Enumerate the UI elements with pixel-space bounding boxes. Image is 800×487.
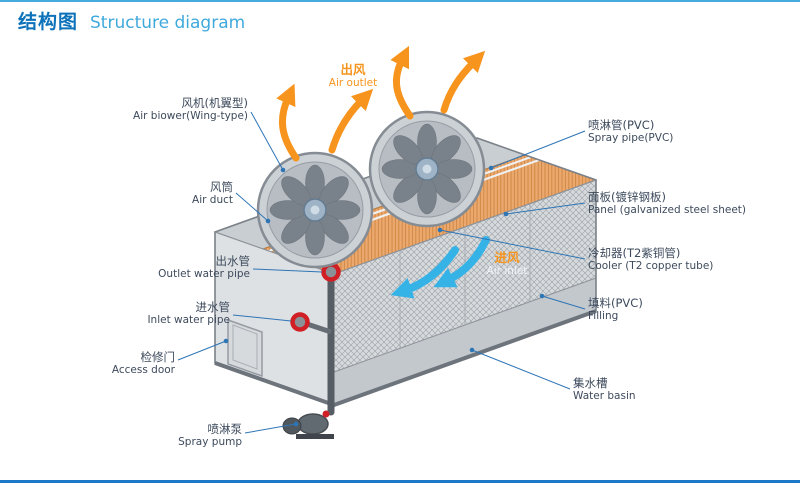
top-border-line [0, 0, 800, 2]
label-cooler: 冷却器(T2紫铜管) Cooler (T2 copper tube) [588, 246, 793, 273]
label-air-outlet-zh: 出风 [340, 62, 366, 77]
label-air-outlet: 出风 Air outlet [322, 62, 384, 90]
leader-lines [177, 111, 586, 434]
label-filling-zh: 填料(PVC) [588, 296, 643, 310]
page-title-zh: 结构图 [18, 11, 79, 33]
label-panel-en: Panel (galvanized steel sheet) [588, 204, 746, 217]
label-air-inlet-zh: 进风 [494, 250, 520, 265]
label-spray-pipe: 喷淋管(PVC) Spray pipe(PVC) [588, 118, 748, 145]
label-cooler-zh: 冷却器(T2紫铜管) [588, 246, 681, 260]
page-title: 结构图 Structure diagram [18, 7, 245, 34]
left-panel-face [214, 231, 335, 406]
label-spray-pump: 喷淋泵 Spray pump [130, 422, 242, 449]
label-inlet-water-pipe: 进水管 Inlet water pipe [90, 300, 230, 327]
label-air-duct-zh: 风筒 [210, 180, 233, 194]
label-panel-zh: 面板(镀锌钢板) [588, 190, 666, 204]
label-air-inlet: 进风 Air inlet [478, 250, 536, 278]
label-inlet-water-pipe-en: Inlet water pipe [147, 314, 230, 327]
label-outlet-water-pipe-en: Outlet water pipe [158, 268, 250, 281]
air-outlet-arrows [276, 45, 486, 162]
label-air-outlet-en: Air outlet [328, 77, 378, 89]
label-water-basin-zh: 集水槽 [573, 376, 608, 390]
label-access-door: 检修门 Access door [80, 350, 175, 377]
label-water-basin: 集水槽 Water basin [573, 376, 693, 403]
leader-dots [223, 165, 545, 427]
label-air-blower-zh: 风机(机翼型) [181, 96, 248, 110]
label-outlet-water-pipe: 出水管 Outlet water pipe [100, 254, 250, 281]
label-outlet-water-pipe-zh: 出水管 [215, 254, 251, 268]
label-filling-en: Filling [588, 310, 619, 323]
label-air-blower-en: Air biower(Wing-type) [133, 110, 248, 123]
label-panel: 面板(镀锌钢板) Panel (galvanized steel sheet) [588, 190, 793, 217]
air-inlet-arrows [390, 236, 490, 299]
label-air-duct: 风筒 Air duct [112, 180, 233, 207]
label-cooler-en: Cooler (T2 copper tube) [588, 260, 714, 273]
access-door [227, 318, 263, 378]
label-access-door-zh: 检修门 [140, 350, 176, 364]
fan-right [368, 110, 486, 228]
label-access-door-en: Access door [111, 364, 175, 377]
label-air-duct-en: Air duct [192, 194, 233, 207]
bottom-border-line [0, 480, 800, 483]
inlet-pipe-flange [290, 312, 310, 332]
label-spray-pipe-zh: 喷淋管(PVC) [588, 118, 655, 132]
page-title-en: Structure diagram [90, 13, 246, 33]
label-inlet-water-pipe-zh: 进水管 [195, 300, 231, 314]
label-spray-pump-zh: 喷淋泵 [207, 422, 243, 436]
label-spray-pump-en: Spray pump [178, 436, 242, 449]
panel-seams [399, 204, 531, 348]
label-water-basin-en: Water basin [573, 390, 636, 403]
label-air-inlet-en: Air inlet [486, 265, 528, 277]
label-spray-pipe-en: Spray pipe(PVC) [588, 132, 674, 145]
label-air-blower: 风机(机翼型) Air biower(Wing-type) [95, 96, 248, 123]
label-filling: 填料(PVC) Filling [588, 296, 708, 323]
fan-left [256, 151, 374, 269]
